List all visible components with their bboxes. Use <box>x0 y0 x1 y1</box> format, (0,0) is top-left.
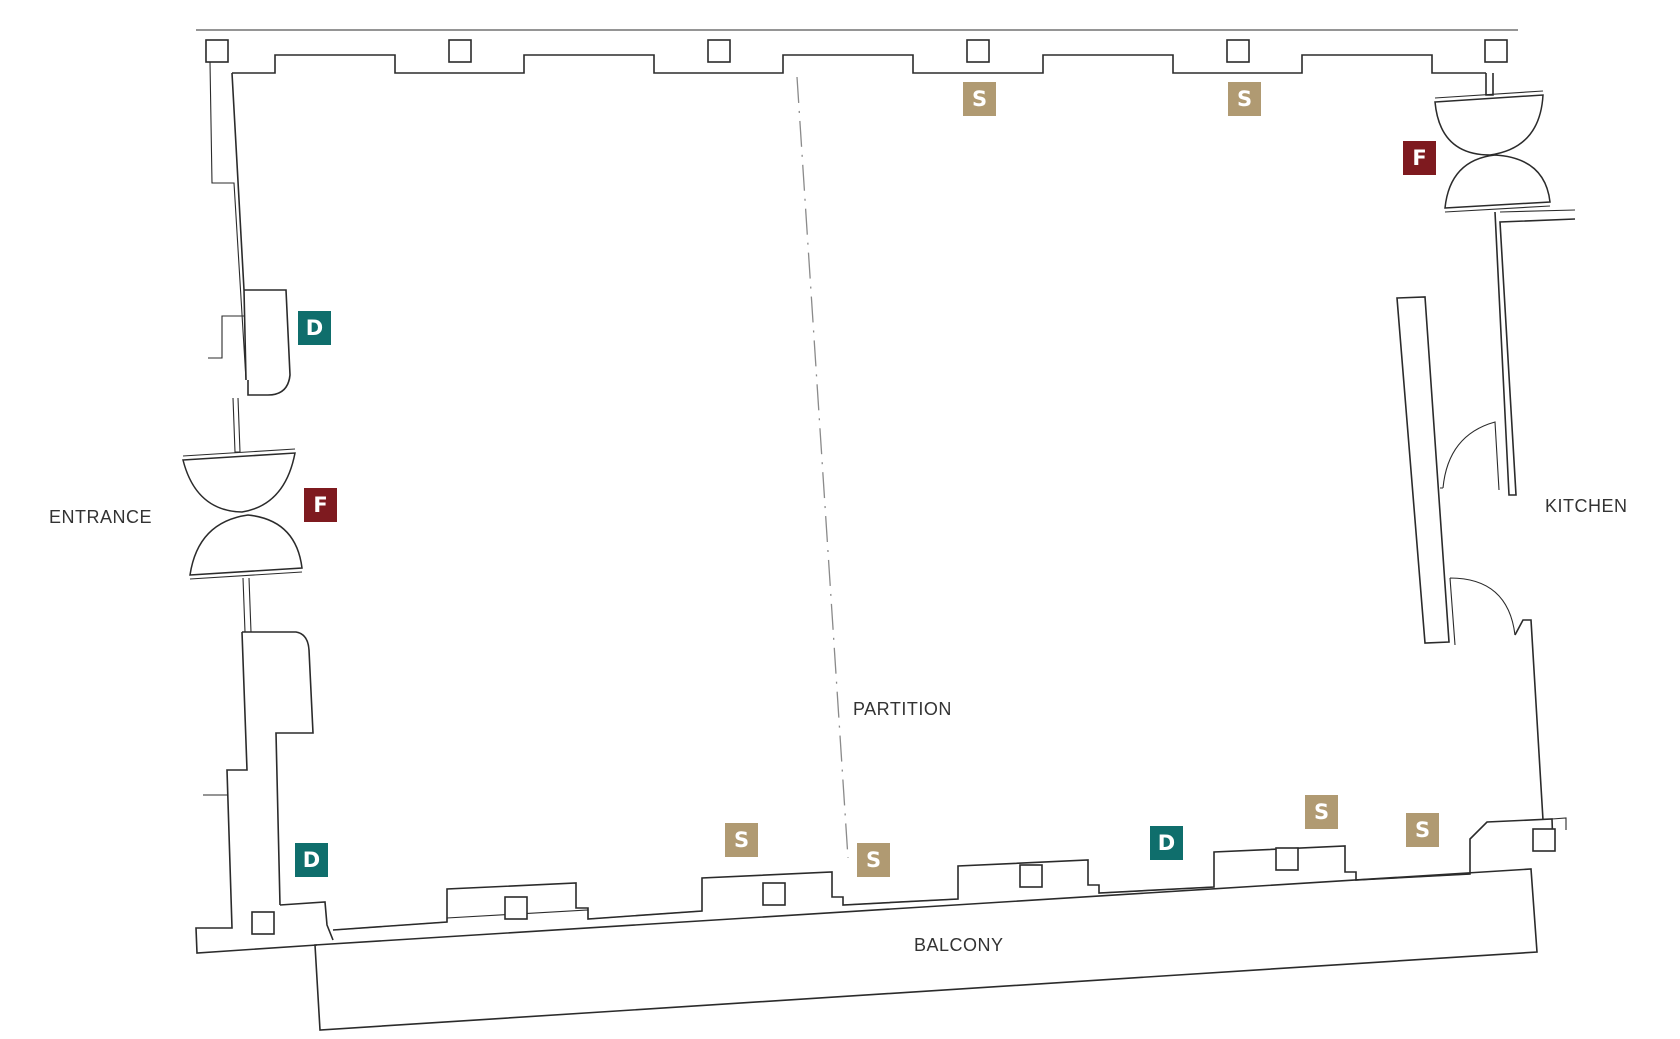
west-alcove-upper <box>244 289 291 396</box>
partition-line <box>796 76 849 859</box>
badge-box <box>1403 141 1436 175</box>
fire-exit-badge: F <box>304 488 337 522</box>
column <box>1019 864 1043 888</box>
badge-box <box>1305 795 1338 829</box>
entrance-label: ENTRANCE <box>49 507 152 527</box>
badge-letter: S <box>972 87 987 111</box>
badge-box <box>1406 813 1439 847</box>
column <box>448 39 472 63</box>
badge-letter: S <box>1415 818 1430 842</box>
data-point-badge: D <box>298 311 331 345</box>
badge-box <box>1150 826 1183 860</box>
badge-letter: S <box>1237 87 1252 111</box>
east-wall-upper <box>1485 73 1494 96</box>
balcony-outline <box>314 868 1538 1031</box>
column <box>251 911 275 935</box>
kitchen-doors <box>1434 90 1551 213</box>
kitchen-door-lower <box>1449 577 1516 646</box>
speaker-badge: S <box>1228 82 1261 116</box>
column <box>966 39 990 63</box>
badge-letter: S <box>734 828 749 852</box>
south-sill-2 <box>587 910 703 920</box>
speaker-badge: S <box>1305 795 1338 829</box>
fire-exit-badge: F <box>1403 141 1436 175</box>
balcony-label: BALCONY <box>914 935 1004 955</box>
west-wall-outer-upper <box>209 61 247 381</box>
badge-box <box>857 843 890 877</box>
ne-step <box>1551 817 1567 830</box>
badge-box <box>1228 82 1261 116</box>
badge-letter: S <box>1314 800 1329 824</box>
speaker-badge: S <box>857 843 890 877</box>
kitchen-label: KITCHEN <box>1545 496 1628 516</box>
badge-letter: F <box>313 493 327 517</box>
west-wall-lower <box>195 631 318 954</box>
west-alcove-lower <box>242 631 314 906</box>
column <box>762 882 786 906</box>
west-wall-upper <box>231 72 247 381</box>
west-frame-lower <box>242 577 252 633</box>
speaker-badge: S <box>1406 813 1439 847</box>
column <box>205 39 229 63</box>
column <box>1484 39 1508 63</box>
sw-corner <box>279 901 334 941</box>
badge-box <box>725 823 758 857</box>
column <box>1275 847 1299 871</box>
east-wall-mid <box>1494 211 1576 496</box>
speaker-badge: S <box>725 823 758 857</box>
column <box>707 39 731 63</box>
column <box>1226 39 1250 63</box>
kitchen-counter-wall <box>1396 296 1450 644</box>
speaker-badge: S <box>963 82 996 116</box>
entrance-doors <box>182 448 303 580</box>
badge-letter: S <box>866 848 881 872</box>
west-alcove-step <box>208 315 244 359</box>
south-sill-4 <box>1098 886 1215 894</box>
north-wall <box>232 54 1486 74</box>
badge-letter: D <box>303 848 320 872</box>
badge-box <box>295 843 328 877</box>
column <box>504 896 528 920</box>
partition-label: PARTITION <box>853 699 952 719</box>
south-sill-1 <box>332 921 448 931</box>
column <box>1532 828 1556 852</box>
badge-box <box>304 488 337 522</box>
south-sill-3 <box>842 898 959 906</box>
data-point-badge: D <box>1150 826 1183 860</box>
badge-box <box>963 82 996 116</box>
kitchen-door-upper <box>1440 421 1500 491</box>
west-frame-upper <box>232 397 241 453</box>
east-wall-lower <box>1514 619 1544 821</box>
badge-letter: D <box>306 316 323 340</box>
badge-letter: F <box>1412 146 1426 170</box>
data-point-badge: D <box>295 843 328 877</box>
badge-box <box>298 311 331 345</box>
east-wall-mid-outer <box>1499 209 1576 213</box>
badge-letter: D <box>1158 831 1175 855</box>
